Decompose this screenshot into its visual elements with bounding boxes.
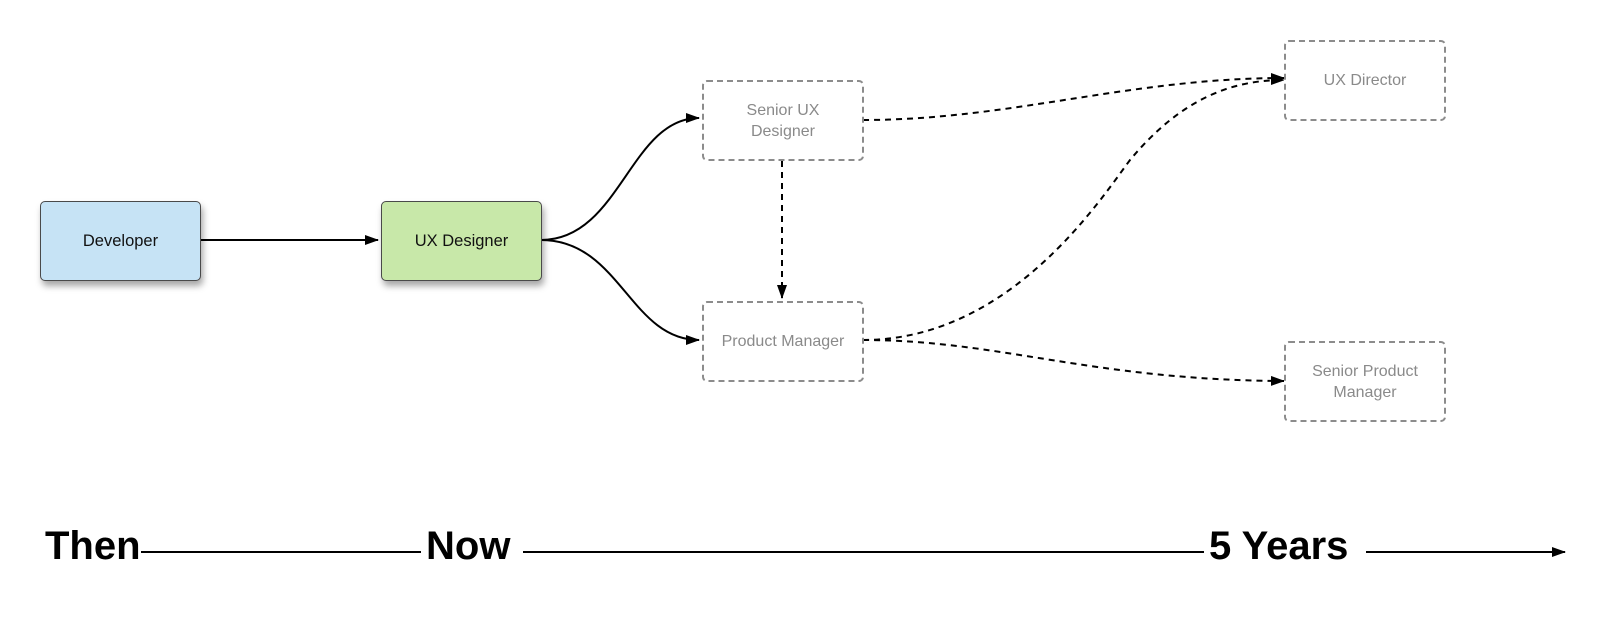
connector-product-manager-to-senior-product-manager: [862, 339, 1285, 386]
timeline-label-then: Then: [45, 524, 141, 568]
connector-senior-ux-to-ux-director: [862, 73, 1285, 121]
node-product-manager-label: Product Manager: [721, 333, 845, 350]
node-product-manager: Product Manager: [702, 301, 864, 382]
node-senior-ux-designer-line1: Senior UX: [746, 101, 820, 119]
node-ux-designer: UX Designer: [381, 201, 542, 281]
timeline-label-now: Now: [426, 524, 511, 568]
connector-product-manager-to-ux-director: [862, 75, 1285, 341]
node-senior-product-manager: Senior Product Manager: [1284, 341, 1446, 422]
node-ux-director-label: UX Director: [1323, 72, 1407, 89]
node-developer: Developer: [40, 201, 201, 281]
node-ux-director: UX Director: [1284, 40, 1446, 121]
node-developer-label: Developer: [82, 231, 159, 250]
node-senior-product-manager-line2: Manager: [1333, 383, 1397, 401]
node-senior-ux-designer: Senior UX Designer: [702, 80, 864, 161]
node-senior-product-manager-line1: Senior Product: [1312, 362, 1418, 380]
node-senior-ux-designer-line2: Designer: [750, 122, 815, 140]
timeline-label-five-years: 5 Years: [1209, 524, 1349, 568]
connector-ux-designer-to-product-manager: [540, 239, 700, 345]
connector-ux-designer-to-senior-ux-designer: [540, 113, 700, 241]
node-ux-designer-label: UX Designer: [414, 231, 509, 250]
